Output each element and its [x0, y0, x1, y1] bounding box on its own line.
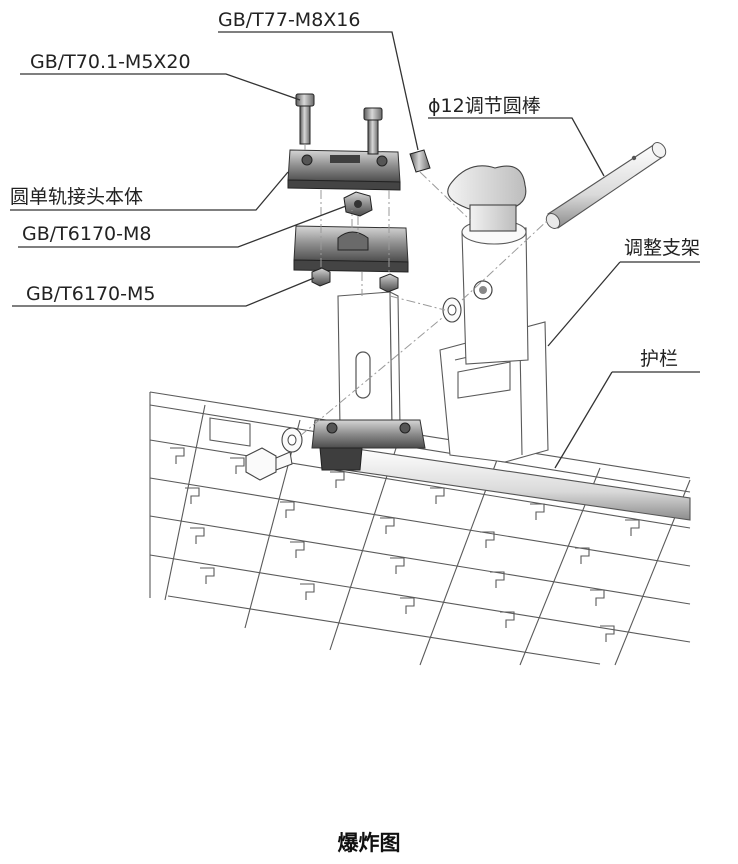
set-screw-m8x16: [409, 149, 431, 173]
label-guardrail: 护栏: [640, 348, 678, 370]
slotted-plate: [337, 291, 401, 429]
middle-clamp-block: [293, 225, 409, 273]
nut-m5-right: [379, 273, 399, 293]
screw-m5x20-right: [363, 107, 383, 155]
diagram-caption: 爆炸图: [338, 831, 401, 855]
adjustment-rod: [545, 142, 667, 229]
nut-m8: [343, 191, 373, 217]
upper-joint-body: [287, 149, 401, 191]
nut-m5-left: [311, 267, 331, 287]
washer-left: [281, 427, 303, 453]
label-bracket: 调整支架: [624, 237, 700, 259]
label-nut-m8: GB/T6170-M8: [22, 223, 151, 245]
adjustment-bracket: [439, 165, 549, 463]
screw-m5x20-left: [295, 93, 315, 145]
lower-clamp-block: [311, 419, 426, 471]
hex-bolt-left: [245, 447, 293, 481]
callout-leaders: [10, 31, 700, 469]
label-nut-m5: GB/T6170-M5: [26, 283, 155, 305]
label-set-screw-m8x16: GB/T77-M8X16: [218, 9, 360, 31]
explode-lines: [299, 144, 549, 437]
label-rod: ϕ12调节圆棒: [428, 95, 541, 117]
label-screw-m5x20: GB/T70.1-M5X20: [30, 51, 191, 73]
washer-right: [442, 297, 462, 323]
label-joint-body: 圆单轨接头本体: [10, 186, 143, 208]
